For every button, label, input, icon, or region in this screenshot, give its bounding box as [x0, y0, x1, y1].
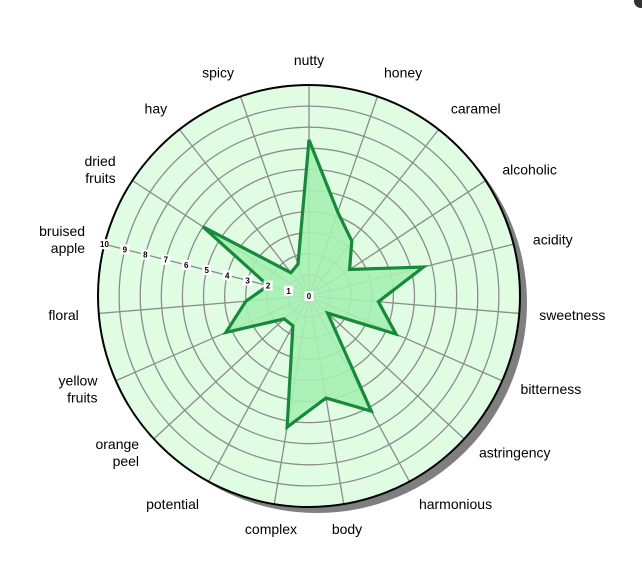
category-label: spicy: [202, 65, 234, 81]
category-label: harmonious: [419, 496, 492, 512]
tick-label: 4: [225, 271, 230, 280]
tick-label-bg: [99, 239, 109, 250]
grid-spoke: [308, 295, 465, 440]
category-label: sweetness: [539, 307, 605, 323]
tick-label-bg: [140, 249, 150, 260]
tick-label: 1: [286, 287, 291, 296]
category-label: floral: [48, 307, 78, 323]
tick-label: 6: [184, 261, 189, 270]
tick-label: 0: [307, 292, 312, 301]
category-label: bitterness: [521, 381, 582, 397]
tick-label: 10: [100, 240, 109, 249]
tick-label-bg: [181, 259, 191, 270]
series-area: [201, 139, 429, 431]
tick-label-bg: [120, 244, 130, 255]
category-label: nutty: [294, 52, 324, 68]
category-label: astringency: [479, 444, 551, 460]
tick-label-bg: [304, 291, 314, 301]
tick-label-bg: [243, 275, 253, 286]
tick-label-bg: [222, 270, 232, 281]
tick-label: 7: [164, 256, 169, 265]
chart-rim: [97, 84, 521, 508]
category-label: complex: [245, 521, 297, 537]
tick-label-bg: [202, 265, 212, 276]
tick-label: 9: [123, 245, 128, 254]
category-label: caramel: [451, 101, 501, 117]
tick-label-bg: [263, 280, 273, 291]
category-label: honey: [384, 65, 422, 81]
tick-label: 3: [245, 276, 250, 285]
category-label: hay: [145, 101, 168, 117]
tick-label-bg: [284, 285, 294, 296]
tick-label: 5: [205, 266, 210, 275]
tick-label-bg: [161, 254, 171, 265]
category-label: alcoholic: [502, 162, 556, 178]
category-label: potential: [146, 496, 199, 512]
category-label: body: [332, 521, 362, 537]
tick-label: 2: [266, 282, 271, 291]
tick-labels: 0 1 2 3 4 5 6 7 8 9 10: [99, 239, 314, 301]
category-label: acidity: [533, 231, 573, 247]
tick-label: 8: [143, 251, 148, 260]
corner-circle-icon: [634, 0, 642, 8]
category-labels: nutty honey caramel alcoholic acidity sweetne…: [39, 52, 605, 537]
grid-spoke: [178, 129, 310, 297]
